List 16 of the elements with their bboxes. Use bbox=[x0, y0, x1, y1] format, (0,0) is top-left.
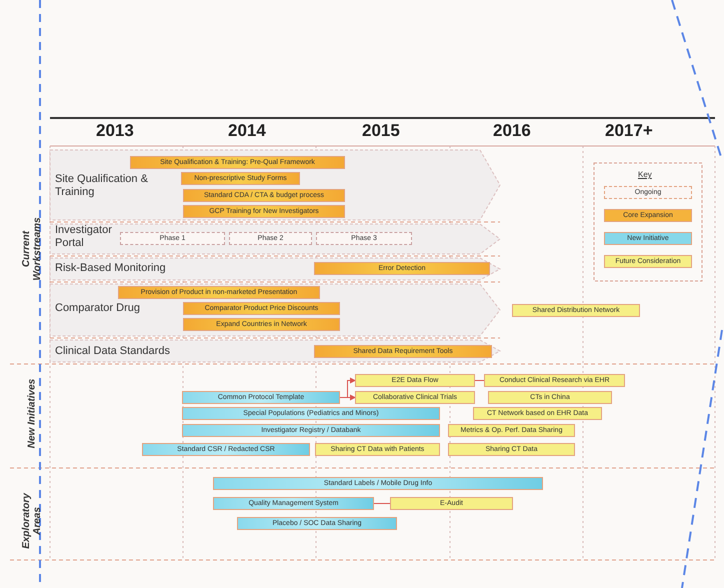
connector-line bbox=[474, 380, 484, 381]
group-label: Current Workstreams bbox=[21, 216, 43, 283]
group-label: Exploratory Areas bbox=[21, 492, 43, 551]
year-label: 2014 bbox=[228, 121, 266, 141]
row-label: Investigator Portal bbox=[55, 224, 113, 250]
row-label: Site Qualification & Training bbox=[55, 173, 149, 199]
year-label: 2015 bbox=[362, 121, 400, 141]
year-label: 2016 bbox=[493, 121, 531, 141]
connector-line bbox=[374, 503, 390, 504]
key-title: Key bbox=[638, 169, 652, 181]
year-label: 2013 bbox=[96, 121, 134, 141]
row-label: Comparator Drug bbox=[55, 302, 141, 315]
row-label: Clinical Data Standards bbox=[55, 345, 171, 358]
group-label: New Initiatives bbox=[26, 378, 38, 450]
year-label: 2017+ bbox=[605, 121, 653, 141]
row-label: Risk-Based Monitoring bbox=[55, 262, 167, 275]
